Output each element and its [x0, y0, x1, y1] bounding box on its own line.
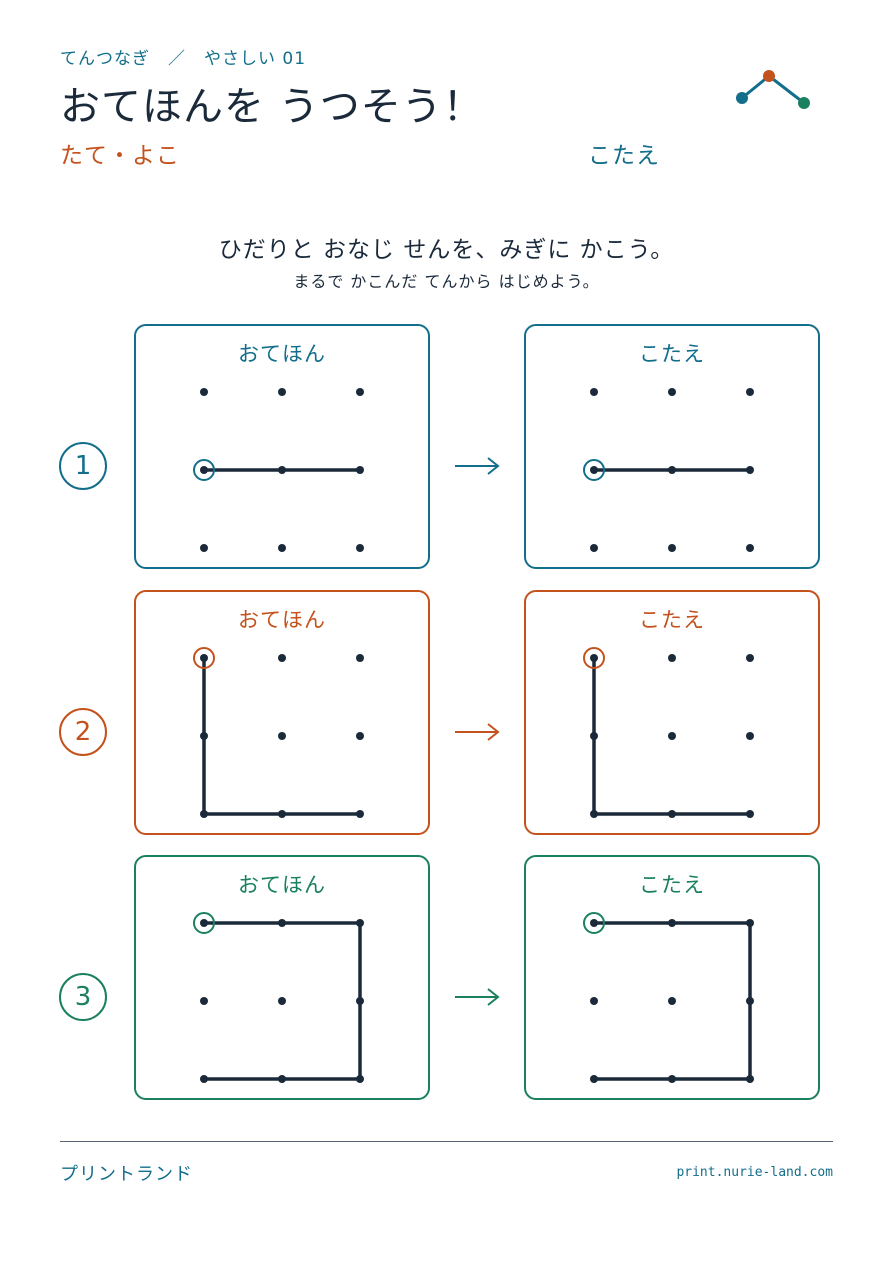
grid-dot [746, 1075, 754, 1083]
page-title: おてほんを うつそう！ [60, 84, 484, 130]
grid-dot [356, 544, 364, 552]
grid-dot [200, 654, 208, 662]
grid-dot [746, 466, 754, 474]
grid-dot [746, 919, 754, 927]
grid-dot [668, 388, 676, 396]
footer-url: print.nurie-land.com [676, 1165, 833, 1180]
problem-number: 3 [59, 973, 107, 1021]
series-label: てんつなぎ ／ やさしい 01 [60, 49, 307, 69]
answer-dot-grid [583, 912, 754, 1083]
grid-dot [590, 810, 598, 818]
answer-panel[interactable]: こたえ [524, 324, 820, 569]
model-panel: おてほん [134, 855, 430, 1100]
grid-dot [200, 1075, 208, 1083]
dot-connect-logo-icon [736, 70, 810, 109]
grid-dot [278, 997, 286, 1005]
grid-dot [746, 654, 754, 662]
grid-dot [590, 919, 598, 927]
instruction-main: ひだりと おなじ せんを、みぎに かこう。 [218, 237, 675, 263]
model-panel-label: おてほん [238, 873, 326, 897]
grid-dot [200, 919, 208, 927]
start-marker [583, 459, 605, 481]
grid-dot [356, 1075, 364, 1083]
grid-dot [356, 732, 364, 740]
grid-dot [200, 388, 208, 396]
grid-dot [668, 466, 676, 474]
model-panel-label: おてほん [238, 608, 326, 632]
grid-dot [590, 732, 598, 740]
problem-number: 1 [59, 442, 107, 490]
grid-dot [200, 810, 208, 818]
grid-dot [278, 919, 286, 927]
arrow-right-icon [455, 457, 500, 475]
grid-dot [668, 654, 676, 662]
answer-heading: こたえ [588, 143, 660, 169]
grid-dot [668, 544, 676, 552]
answer-panel[interactable]: こたえ [524, 590, 820, 835]
grid-dot [590, 544, 598, 552]
arrow-right-icon [455, 723, 500, 741]
answer-dot-grid [583, 647, 754, 818]
model-dot-grid [193, 912, 364, 1083]
grid-dot [746, 388, 754, 396]
grid-dot [356, 997, 364, 1005]
grid-dot [590, 997, 598, 1005]
problem-number: 2 [59, 708, 107, 756]
grid-dot [278, 466, 286, 474]
category-label: たて・よこ [60, 143, 180, 169]
answer-panel[interactable]: こたえ [524, 855, 820, 1100]
grid-dot [278, 544, 286, 552]
answer-panel-label: こたえ [639, 608, 705, 632]
grid-dot [746, 997, 754, 1005]
grid-dot [278, 388, 286, 396]
answer-panel-label: こたえ [639, 342, 705, 366]
start-marker [193, 912, 215, 934]
grid-dot [590, 1075, 598, 1083]
grid-dot [278, 810, 286, 818]
model-panel-label: おてほん [238, 342, 326, 366]
grid-dot [356, 810, 364, 818]
grid-dot [668, 1075, 676, 1083]
grid-dot [356, 919, 364, 927]
grid-dot [746, 544, 754, 552]
model-panel: おてほん [134, 324, 430, 569]
grid-dot [590, 388, 598, 396]
grid-dot [746, 810, 754, 818]
model-dot-grid [193, 647, 364, 818]
grid-dot [356, 466, 364, 474]
grid-dot [590, 466, 598, 474]
grid-dot [668, 810, 676, 818]
instruction-sub: まるで かこんだ てんから はじめよう。 [293, 272, 600, 291]
answer-panel-label: こたえ [639, 873, 705, 897]
grid-dot [668, 732, 676, 740]
grid-dot [200, 997, 208, 1005]
start-marker [583, 912, 605, 934]
start-marker [193, 647, 215, 669]
footer-divider [60, 1141, 833, 1142]
grid-dot [278, 732, 286, 740]
grid-dot [200, 732, 208, 740]
grid-dot [590, 654, 598, 662]
grid-dot [746, 732, 754, 740]
start-marker [583, 647, 605, 669]
arrow-right-icon [455, 988, 500, 1006]
footer-brand: プリントランド [60, 1164, 193, 1185]
model-dot-grid [193, 388, 364, 552]
grid-dot [356, 388, 364, 396]
grid-dot [200, 466, 208, 474]
grid-dot [200, 544, 208, 552]
grid-dot [278, 654, 286, 662]
grid-dot [278, 1075, 286, 1083]
grid-dot [668, 997, 676, 1005]
model-panel: おてほん [134, 590, 430, 835]
start-marker [193, 459, 215, 481]
grid-dot [668, 919, 676, 927]
grid-dot [356, 654, 364, 662]
answer-dot-grid [583, 388, 754, 552]
